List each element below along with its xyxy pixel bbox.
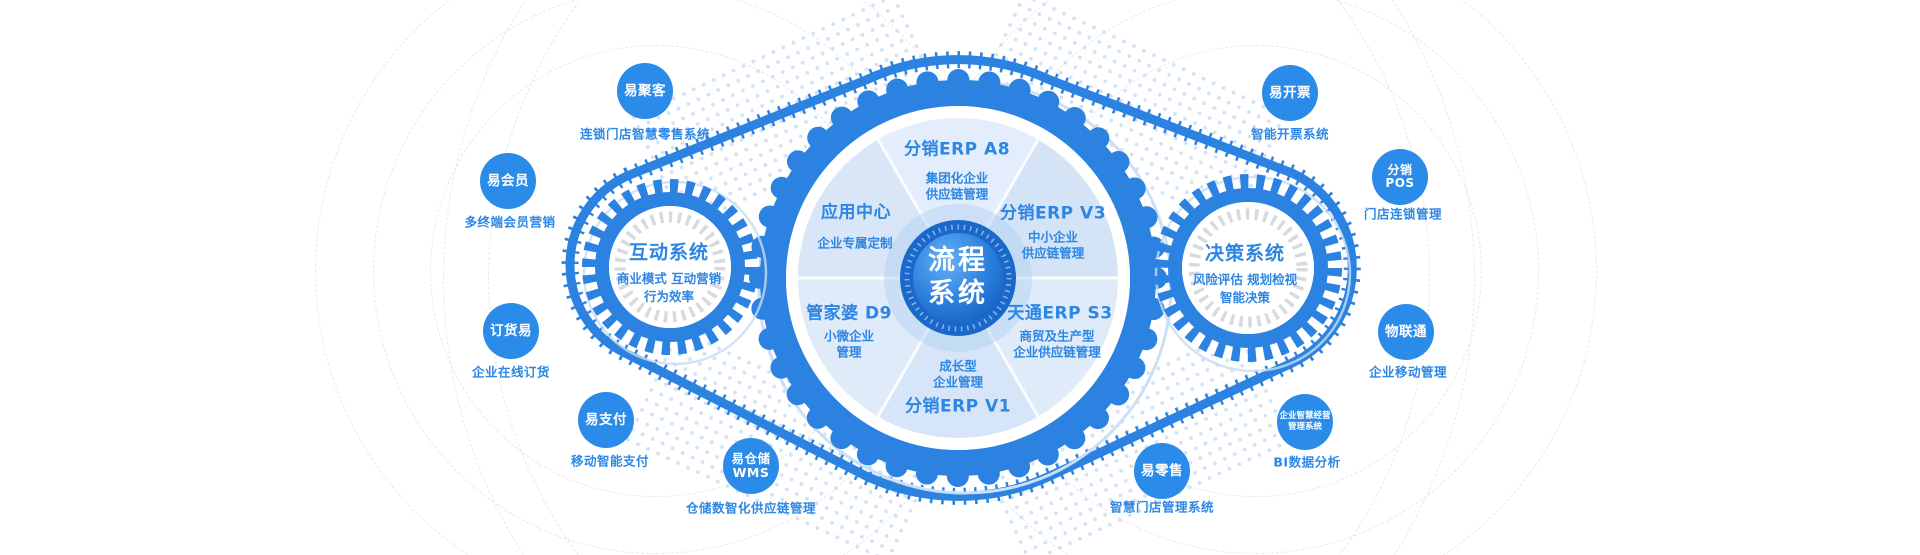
badge-bi-label-line1: 企业智慧经营 <box>1279 411 1331 421</box>
badge-yijuke-caption: 连锁门店智慧零售系统 <box>579 126 711 142</box>
badge-yicangchu-label-line2: WMS <box>732 465 770 480</box>
badge-yijuke[interactable]: 易聚客 <box>617 63 673 119</box>
badge-dinghuoyi-caption: 企业在线订货 <box>471 364 551 380</box>
sector-erp-v3-title: 分销ERP V3 <box>999 203 1107 224</box>
badge-yikaipiao-label: 易开票 <box>1269 84 1311 101</box>
badge-yijuke-label: 易聚客 <box>624 82 666 99</box>
decision-gear-desc: 风险评估 规划检视智能决策 <box>1192 272 1298 305</box>
badge-wuliantong[interactable]: 物联通 <box>1378 304 1434 360</box>
sector-erp-s3-desc: 商贸及生产型企业供应链管理 <box>1013 328 1101 360</box>
badge-dinghuoyi[interactable]: 订货易 <box>483 303 539 359</box>
badge-bi-analytics[interactable]: 企业智慧经营 管理系统 <box>1277 394 1333 450</box>
badge-bi-caption: BI数据分析 <box>1273 454 1341 470</box>
sector-app-center-title: 应用中心 <box>821 202 891 223</box>
hub-title: 流程 系统 <box>928 244 988 310</box>
badge-yihuiyuan-label: 易会员 <box>487 172 529 189</box>
badge-bi-label-line2: 管理系统 <box>1287 422 1322 432</box>
sector-guanjiapo-d9-title: 管家婆 D9 <box>806 303 892 324</box>
badge-fenxiao-pos-label-line1: 分销 <box>1387 162 1413 177</box>
badge-yicangchu-caption: 仓储数智化供应链管理 <box>685 500 817 516</box>
badge-yilingshou-label: 易零售 <box>1141 462 1183 479</box>
hub-core <box>913 233 1003 323</box>
badge-yicangchu-wms[interactable]: 易仓储 WMS <box>723 438 779 494</box>
badge-fenxiao-pos[interactable]: 分销 POS <box>1372 149 1428 205</box>
interaction-gear-title: 互动系统 <box>628 241 710 264</box>
badge-dinghuoyi-label: 订货易 <box>490 322 532 339</box>
sector-erp-v1-desc: 成长型企业管理 <box>932 358 984 390</box>
hub-title-line1: 流程 <box>928 245 988 276</box>
decision-gear-title: 决策系统 <box>1204 242 1286 265</box>
sector-erp-a8-desc: 集团化企业供应链管理 <box>925 170 989 202</box>
hub-tick-ring <box>904 224 1012 332</box>
sector-erp-v1-title: 分销ERP V1 <box>904 396 1012 417</box>
interaction-gear <box>582 179 768 366</box>
sector-guanjiapo-d9-desc: 小微企业管理 <box>823 328 875 360</box>
badge-wuliantong-caption: 企业移动管理 <box>1368 364 1448 380</box>
badge-yikaipiao[interactable]: 易开票 <box>1262 65 1318 121</box>
badge-yikaipiao-caption: 智能开票系统 <box>1250 126 1330 142</box>
badge-yihuiyuan[interactable]: 易会员 <box>480 153 536 209</box>
gear-rim <box>760 80 1156 476</box>
badge-yicangchu-label-line1: 易仓储 <box>731 450 771 466</box>
process-gear <box>749 69 1173 495</box>
sector-erp-s3-title: 天通ERP S3 <box>1007 303 1113 324</box>
decision-gear <box>1154 174 1352 373</box>
badge-yizhifu-caption: 移动智能支付 <box>570 453 650 469</box>
interaction-gear-desc: 商业模式 互动营销行为效率 <box>616 271 722 304</box>
badge-fenxiao-pos-caption: 门店连锁管理 <box>1363 206 1443 222</box>
badge-yilingshou[interactable]: 易零售 <box>1134 443 1190 499</box>
badge-yizhifu[interactable]: 易支付 <box>578 392 634 448</box>
badge-wuliantong-label: 物联通 <box>1385 323 1427 340</box>
badge-fenxiao-pos-label-line2: POS <box>1385 176 1415 190</box>
sector-app-center-desc: 企业专属定制 <box>817 235 893 251</box>
sector-erp-a8-title: 分销ERP A8 <box>903 139 1011 160</box>
badge-yilingshou-caption: 智慧门店管理系统 <box>1109 499 1215 515</box>
badge-yizhifu-label: 易支付 <box>585 411 627 428</box>
sector-erp-v3-desc: 中小企业供应链管理 <box>1021 229 1085 261</box>
hub-title-line2: 系统 <box>928 278 988 309</box>
badge-yihuiyuan-caption: 多终端会员营销 <box>464 214 556 230</box>
